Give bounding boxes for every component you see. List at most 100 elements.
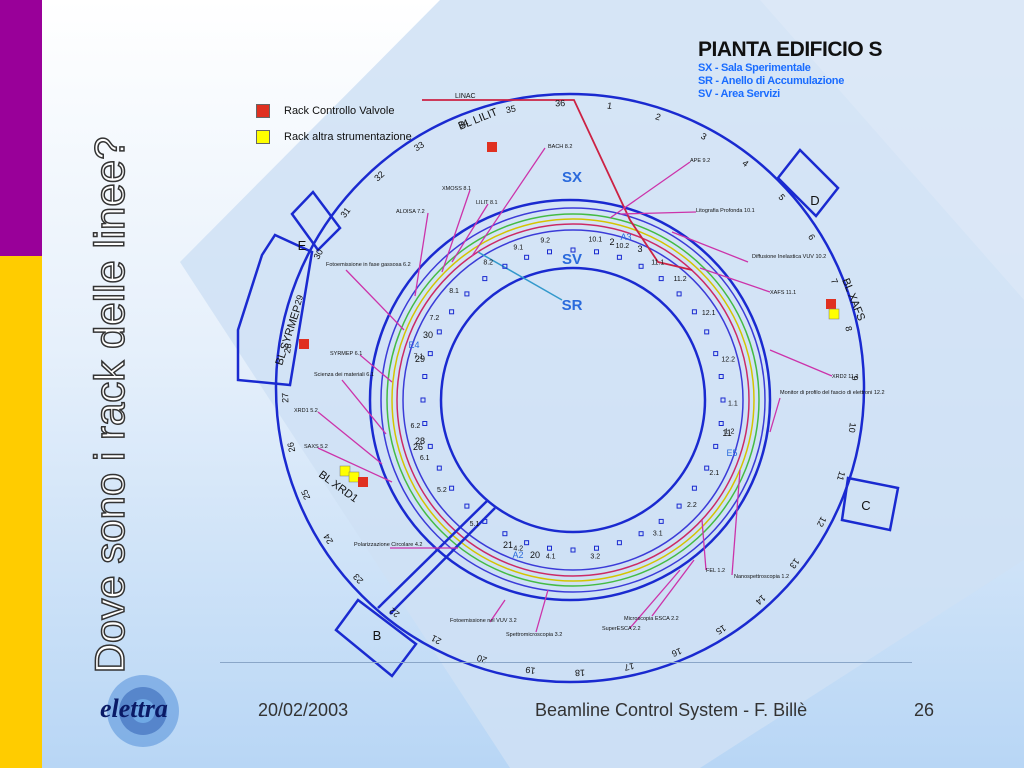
outer-sector-number: 29 <box>293 294 306 307</box>
beamline-name-label: Microscopia ESCA 2.2 <box>624 616 679 622</box>
ring-marker <box>704 329 710 335</box>
ring-section-label: 9.1 <box>513 245 523 252</box>
ring-marker <box>502 263 508 269</box>
ring-section-label: 11.2 <box>674 276 687 283</box>
ring-number: 3 <box>637 244 642 254</box>
beamline-name-label: Diffusione Inelastica VUV 10.2 <box>752 254 826 260</box>
beamline-name-label: SuperESCA 2.2 <box>602 626 641 632</box>
sr-pointer-line <box>477 251 563 301</box>
subtitle-sr: SR - Anello di Accumulazione <box>698 75 845 87</box>
ring-marker <box>482 518 488 524</box>
ring-square-markers <box>420 247 726 553</box>
logo-text: elettra <box>100 694 168 723</box>
ring-marker <box>524 540 530 546</box>
outer-sector-number: 14 <box>754 593 768 607</box>
ring-section-label: 4.2 <box>513 545 523 552</box>
subtitle-sv: SV - Area Servizi <box>698 88 780 100</box>
outer-sector-number: 26 <box>285 441 297 453</box>
ring-marker <box>420 397 426 403</box>
ring-marker <box>638 263 644 269</box>
footer-date: 20/02/2003 <box>258 700 349 720</box>
ring-marker <box>720 397 726 403</box>
ring-section-label: 5.1 <box>470 521 480 528</box>
outer-sector-number: 34 <box>457 117 470 130</box>
outer-sector-number: 28 <box>282 343 293 354</box>
footer-title: Beamline Control System - F. Billè <box>535 700 808 720</box>
ring-marker <box>658 518 664 524</box>
outer-wall-ring <box>274 92 866 684</box>
ring-marker <box>676 503 682 509</box>
ring-marker <box>427 443 433 449</box>
outer-sector-number: 10 <box>847 422 858 433</box>
building-d <box>776 148 840 218</box>
linac-line <box>422 99 693 271</box>
outer-sector-number: 11 <box>835 470 847 482</box>
ring-marker <box>718 421 724 426</box>
beamline-name-label: BACH 8.2 <box>548 144 572 150</box>
ring-section-label: 1.2 <box>725 428 735 435</box>
ring-number: 28 <box>415 436 425 446</box>
outer-sector-number: 30 <box>312 247 326 261</box>
linac-label: LINAC <box>455 93 476 100</box>
ring-section-label: 11.1 <box>651 259 664 266</box>
outer-sector-number: 27 <box>280 393 290 403</box>
outer-sector-number: 23 <box>351 572 365 586</box>
beamline-name-label: XMOSS 8.1 <box>442 186 471 192</box>
ring-marker <box>449 485 455 491</box>
inner-ring-wall <box>439 266 707 534</box>
ring-marker <box>638 531 644 537</box>
ring-number: 20 <box>530 550 540 560</box>
ring-section-label: 9.2 <box>540 237 550 244</box>
ring-marker <box>691 309 697 315</box>
ring-marker <box>547 249 552 255</box>
ring-code: E5 <box>726 448 737 458</box>
outer-sector-number: 4 <box>740 158 750 169</box>
ring-marker <box>713 443 719 449</box>
ring-marker <box>436 465 442 471</box>
ring-marker <box>436 329 442 335</box>
ring-section-label: 12.2 <box>721 356 735 363</box>
outer-sector-number: 1 <box>606 100 612 111</box>
building-label: E <box>298 238 307 253</box>
ring-marker <box>691 485 697 491</box>
outer-sector-number: 19 <box>525 665 536 676</box>
storage-ring-band-outer <box>380 207 766 593</box>
yellow-rack-swatch-icon <box>256 130 270 144</box>
outer-sector-number: 6 <box>806 232 817 242</box>
legend-item-other: Rack altra strumentazione <box>256 124 412 150</box>
rack-other-xrd1 <box>339 465 351 477</box>
ring-marker <box>616 254 622 260</box>
rack-valve-lilit <box>487 142 497 152</box>
storage-ring-band-green <box>386 213 760 587</box>
page-number: 26 <box>914 700 935 720</box>
ring-number: 2 <box>609 237 614 247</box>
diagram-title: PIANTA EDIFICIO S <box>698 38 883 61</box>
ring-number: 26 <box>413 442 423 452</box>
ring-marker <box>616 540 622 546</box>
beamline-name-label: Spettromicroscopia 3.2 <box>506 632 562 638</box>
red-rack-swatch-icon <box>256 104 270 118</box>
ring-marker <box>713 351 719 357</box>
beamline-name-label: Scienza dei materiali 6.1 <box>314 372 374 378</box>
ring-section-label: 10.2 <box>616 243 630 250</box>
ring-marker <box>570 547 576 553</box>
beamline-name-label: XRD1 5.2 <box>294 408 318 414</box>
outer-sector-number: 32 <box>372 169 386 183</box>
ring-section-label: 3.2 <box>590 553 600 560</box>
accent-bar-yellow <box>0 256 42 768</box>
service-area-ring <box>368 198 772 602</box>
storage-ring-band-red <box>396 223 750 577</box>
beamline-name-label: LILIT 8.1 <box>476 200 498 206</box>
legend-item-valve: Rack Controllo Valvole <box>256 98 412 124</box>
beamline-name-label: XRD2 11.2 <box>832 374 859 380</box>
outer-sector-number: 2 <box>654 111 662 122</box>
storage-ring-band-inner <box>402 229 744 571</box>
ring-section-label: 4.1 <box>546 553 556 560</box>
outer-sector-number: 24 <box>321 532 335 546</box>
storage-ring-band-yellow <box>391 218 755 582</box>
ring-marker <box>502 531 508 537</box>
beamline-name-label: Fotoemissione nel VUV 3.2 <box>450 618 517 624</box>
ring-section-label: 7.2 <box>430 315 440 322</box>
outer-sector-number: 5 <box>776 192 787 202</box>
